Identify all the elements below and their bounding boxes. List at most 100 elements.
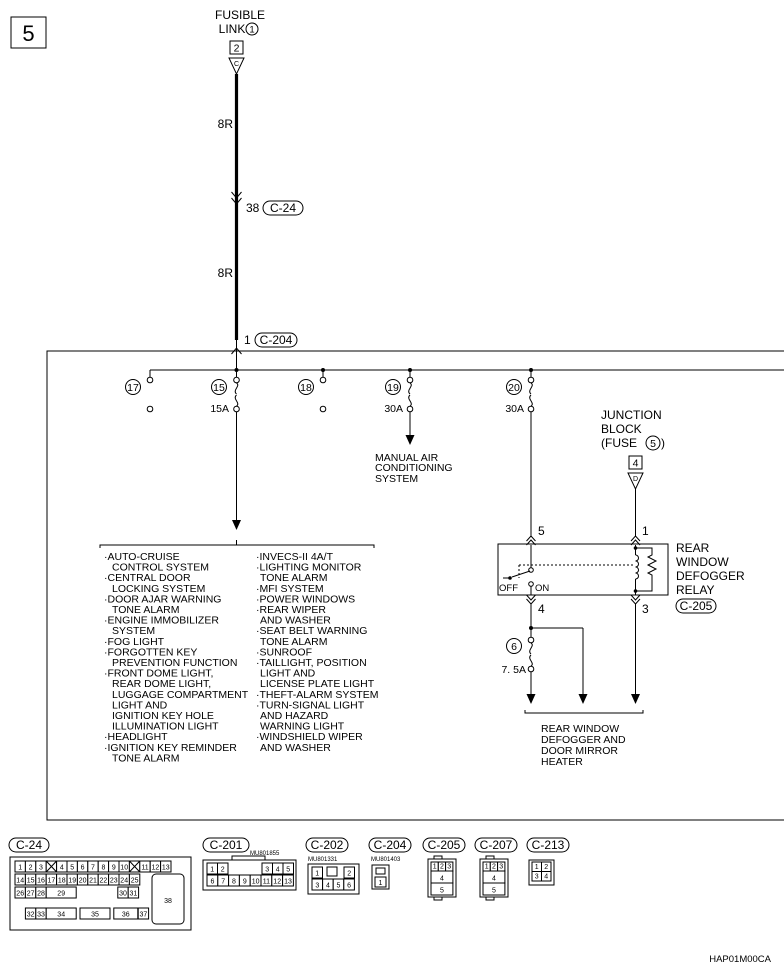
c202-pin-label: 4 <box>326 883 330 890</box>
junction-fuse-number: 5 <box>650 438 656 450</box>
relay-off-label: OFF <box>499 583 518 594</box>
fuse-17: 17 <box>125 370 154 413</box>
c202-pin-label: 6 <box>347 883 351 890</box>
c24-pin-label: 11 <box>141 865 148 872</box>
c24-pin <box>127 886 140 899</box>
splice-c24-pin: 38 <box>246 201 260 215</box>
system-right-line: WARNING LIGHT <box>260 721 345 733</box>
system-left-line: LUGGAGE COMPARTMENT <box>112 689 249 701</box>
connector-c204-pin-1: 1 <box>379 880 383 887</box>
system-right-line: ·POWER WINDOWS <box>256 593 355 605</box>
c24-pin <box>137 907 150 920</box>
system-left-line: ·CENTRAL DOOR <box>104 572 191 584</box>
junction-line-1: JUNCTION <box>601 408 662 422</box>
c202-pin <box>343 866 355 879</box>
fusible-link-title-1: FUSIBLE <box>215 8 265 22</box>
connector-c205-label: C-205 <box>428 838 461 852</box>
fuse-20-number: 20 <box>508 382 520 394</box>
c201-pin-label: 1 <box>210 867 214 874</box>
system-left-line: ·ENGINE IMMOBILIZER <box>104 615 219 627</box>
c205-grid-pin-label: 1 <box>433 864 437 871</box>
c201-pin-label: 7 <box>221 879 225 886</box>
fusible-link-number: 1 <box>249 25 254 36</box>
junction-connector-letter: D <box>633 476 638 483</box>
c24-pin-label: 2 <box>29 865 33 872</box>
c24-pin-label: 6 <box>81 865 85 872</box>
junction-line-2: BLOCK <box>601 422 642 436</box>
c207-grid-pin-label: 3 <box>499 864 503 871</box>
c24-pin-label: 8 <box>101 865 105 872</box>
manual-ac-label: MANUAL AIR CONDITIONING SYSTEM <box>375 452 453 485</box>
heater-line-2: DEFOGGER AND <box>541 734 626 746</box>
c24-pin-label: 35 <box>91 912 99 919</box>
wire-color-2: 8R <box>218 266 234 280</box>
system-right-line: AND WASHER <box>260 615 331 627</box>
connector-c201-label: C-201 <box>210 838 243 852</box>
system-right-line: TONE ALARM <box>260 572 328 584</box>
fuse-15-number: 15 <box>213 382 225 394</box>
c24-pin-label: 15 <box>27 878 35 885</box>
fusible-link: FUSIBLE LINK 1 2 C <box>215 8 265 76</box>
c201-pin-label: 13 <box>284 879 292 886</box>
system-right-line: ·MFI SYSTEM <box>256 583 324 595</box>
system-right-line: ·INVECS-II 4A/T <box>256 551 334 563</box>
fuse-15-rating: 15A <box>210 403 229 415</box>
fuse-15: 15 15A <box>210 368 241 530</box>
system-left-line: CONTROL SYSTEM <box>112 562 209 574</box>
fuse-6-rating: 7. 5A <box>501 664 526 676</box>
c201-pin-label: 3 <box>265 867 269 874</box>
system-right-line: AND WASHER <box>260 742 331 754</box>
c24-pin <box>128 873 141 886</box>
c24-pin-label: 28 <box>37 891 45 898</box>
c24-pin-label: 34 <box>57 912 65 919</box>
relay-title-3: DEFOGGER <box>676 569 745 583</box>
heater-label: REAR WINDOW DEFOGGER AND DOOR MIRROR HEA… <box>541 723 626 768</box>
c24-pin-label: 14 <box>16 878 24 885</box>
system-left-line: ·AUTO-CRUISE <box>104 551 180 563</box>
system-left-line: REAR DOME LIGHT, <box>112 678 211 690</box>
c24-pin <box>45 907 77 920</box>
connector-c204-part: MU801403 <box>371 857 401 863</box>
system-left-line: LOCKING SYSTEM <box>112 583 205 595</box>
fuse-19-number: 19 <box>387 382 399 394</box>
blank-pin-mark <box>45 860 57 873</box>
manual-ac-line-1: MANUAL AIR <box>375 452 439 464</box>
system-right-line: TONE ALARM <box>260 636 328 648</box>
connector-c24-label: C-24 <box>16 838 42 852</box>
junction-terminal: 4 <box>633 458 639 470</box>
connector-c207-label: C-207 <box>480 838 513 852</box>
c24-pin-label: 26 <box>16 891 24 898</box>
c24-pin-label: 16 <box>37 878 45 885</box>
c24-pin-label: 21 <box>89 878 97 885</box>
c201-pin-label: 4 <box>276 867 280 874</box>
system-right-line: ·TURN-SIGNAL LIGHT <box>256 699 365 711</box>
connector-c202-part: MU801331 <box>308 857 338 863</box>
system-left-line: ·HEADLIGHT <box>104 731 168 743</box>
relay-pin-4: 4 <box>538 602 545 616</box>
system-left-line: SYSTEM <box>112 625 155 637</box>
c24-pin-label: 10 <box>120 865 128 872</box>
system-left-line: PREVENTION FUNCTION <box>112 657 237 669</box>
system-right-line: ·TAILLIGHT, POSITION <box>256 657 367 669</box>
c24-pin <box>45 886 77 899</box>
system-right-line: ·WINDSHIELD WIPER <box>256 731 363 743</box>
relay-on-label: ON <box>535 583 549 594</box>
relay-pin-5: 5 <box>538 524 545 538</box>
system-left-line: ILLUMINATION LIGHT <box>112 721 219 733</box>
c201-pin <box>282 874 294 887</box>
c24-pin-label: 30 <box>119 891 127 898</box>
connector-c213-label: C-213 <box>532 838 565 852</box>
c24-pin-label: 9 <box>112 865 116 872</box>
c202-key <box>326 866 338 877</box>
heater-line-3: DOOR MIRROR <box>541 745 618 757</box>
junction-block-fuse-5: JUNCTION BLOCK (FUSE 5 ) 4 D <box>601 408 665 537</box>
c213-pin <box>541 871 552 882</box>
system-left-line: ·FOG LIGHT <box>104 636 165 648</box>
fuse-6-number: 6 <box>511 641 517 653</box>
